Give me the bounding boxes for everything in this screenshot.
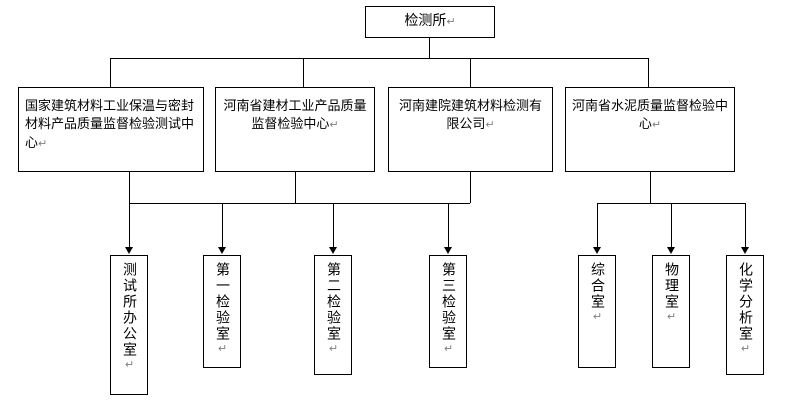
pilcrow-icon: ↵ xyxy=(329,118,339,132)
pilcrow-icon: ↵ xyxy=(38,136,48,150)
connector-root-stem xyxy=(429,38,430,59)
arrowhead-lvl3-5 xyxy=(593,247,601,254)
node-lvl2-2-label: 河南省建材工业产品质量监督检验中心 xyxy=(223,99,367,133)
arrowhead-lvl3-1 xyxy=(125,247,133,254)
node-lvl3-5: 综合室↵ xyxy=(578,255,616,368)
node-lvl2-3-label: 河南建院建筑材料检测有限公司 xyxy=(398,99,542,133)
node-lvl3-4: 第三检验室↵ xyxy=(429,255,467,368)
arrowhead-lvl3-4 xyxy=(444,247,452,254)
pilcrow-icon: ↵ xyxy=(739,342,752,357)
connector-drop-lvl3-1 xyxy=(129,203,130,248)
node-lvl3-3-label: 第二检验室 xyxy=(325,262,341,342)
node-lvl3-2: 第一检验室↵ xyxy=(203,255,241,368)
pilcrow-icon: ↵ xyxy=(665,310,678,325)
connector-drop-lvl2-2 xyxy=(303,58,304,87)
node-lvl3-4-label: 第三检验室 xyxy=(440,262,456,342)
node-lvl2-3: 河南建院建筑材料检测有限公司↵ xyxy=(388,87,553,172)
pilcrow-icon: ↵ xyxy=(216,342,229,357)
connector-drop-lvl2-4 xyxy=(648,58,649,87)
connector-level3-bus-left xyxy=(129,203,470,204)
node-lvl2-4-label: 河南省水泥质量监督检验中心 xyxy=(572,99,729,133)
connector-stem-lvl2-4 xyxy=(650,172,651,203)
node-lvl3-6: 物理室↵ xyxy=(652,255,690,368)
pilcrow-icon: ↵ xyxy=(485,118,495,132)
connector-drop-lvl3-5 xyxy=(597,203,598,248)
connector-drop-lvl3-7 xyxy=(745,203,746,248)
node-lvl2-1: 国家建筑材料工业保温与密封材料产品质量监督检验测试中心↵ xyxy=(18,87,204,172)
pilcrow-icon: ↵ xyxy=(123,358,136,373)
node-lvl2-1-label: 国家建筑材料工业保温与密封材料产品质量监督检验测试中心 xyxy=(25,99,195,151)
connector-stem-lvl2-2 xyxy=(295,172,296,203)
connector-level2-bus xyxy=(110,58,649,59)
node-lvl3-7-label: 化学分析室 xyxy=(737,262,753,342)
node-root-label: 检测所 xyxy=(404,13,447,30)
node-root: 检测所↵ xyxy=(365,6,495,38)
node-lvl3-2-label: 第一检验室 xyxy=(214,262,230,342)
pilcrow-icon: ↵ xyxy=(327,342,340,357)
connector-drop-lvl3-2 xyxy=(222,203,223,248)
connector-stem-lvl2-3 xyxy=(470,172,471,203)
connector-drop-lvl2-3 xyxy=(470,58,471,87)
node-lvl3-3: 第二检验室↵ xyxy=(314,255,352,375)
arrowhead-lvl3-6 xyxy=(667,247,675,254)
pilcrow-icon: ↵ xyxy=(591,310,604,325)
arrowhead-lvl3-7 xyxy=(741,247,749,254)
arrowhead-lvl3-2 xyxy=(218,247,226,254)
connector-drop-lvl3-4 xyxy=(448,203,449,248)
node-lvl3-7: 化学分析室↵ xyxy=(726,255,764,375)
node-lvl3-5-label: 综合室 xyxy=(589,262,605,310)
pilcrow-icon: ↵ xyxy=(446,15,456,29)
node-lvl3-1: 测试所办公室↵ xyxy=(110,255,148,395)
connector-stem-lvl2-1 xyxy=(129,172,130,203)
node-lvl3-1-label: 测试所办公室 xyxy=(121,262,137,358)
connector-drop-lvl2-1 xyxy=(110,58,111,87)
connector-drop-lvl3-3 xyxy=(333,203,334,248)
pilcrow-icon: ↵ xyxy=(651,118,662,132)
arrowhead-lvl3-3 xyxy=(329,247,337,254)
pilcrow-icon: ↵ xyxy=(442,342,455,357)
node-lvl2-4: 河南省水泥质量监督检验中心↵ xyxy=(565,87,735,172)
connector-drop-lvl3-6 xyxy=(671,203,672,248)
node-lvl3-6-label: 物理室 xyxy=(663,262,679,310)
node-lvl2-2: 河南省建材工业产品质量监督检验中心↵ xyxy=(215,87,375,172)
